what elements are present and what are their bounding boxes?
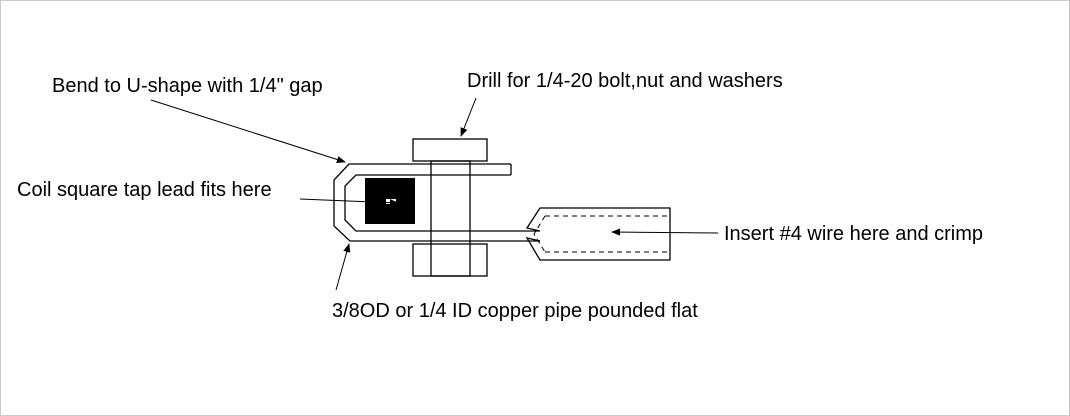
pipe-label: 3/8OD or 1/4 ID copper pipe pounded flat [332, 300, 698, 322]
barrel-bore [533, 215, 667, 253]
bolt-shank [430, 160, 471, 277]
insert-leader [611, 228, 719, 236]
pipe-leader [335, 243, 351, 291]
bottom-nut [412, 243, 488, 277]
top-washer [412, 138, 488, 162]
crimp-barrel [525, 207, 671, 261]
bend-label: Bend to U-shape with 1/4" gap [52, 75, 323, 97]
drill-label: Drill for 1/4-20 bolt,nut and washers [467, 70, 783, 92]
bend-leader [150, 99, 346, 163]
insert-label: Insert #4 wire here and crimp [724, 223, 983, 245]
coil-leader [299, 198, 399, 207]
drill-leader [460, 97, 477, 137]
strap-outer [333, 163, 540, 242]
strap-inner [344, 174, 540, 232]
coil-label: Coil square tap lead fits here [17, 179, 272, 201]
